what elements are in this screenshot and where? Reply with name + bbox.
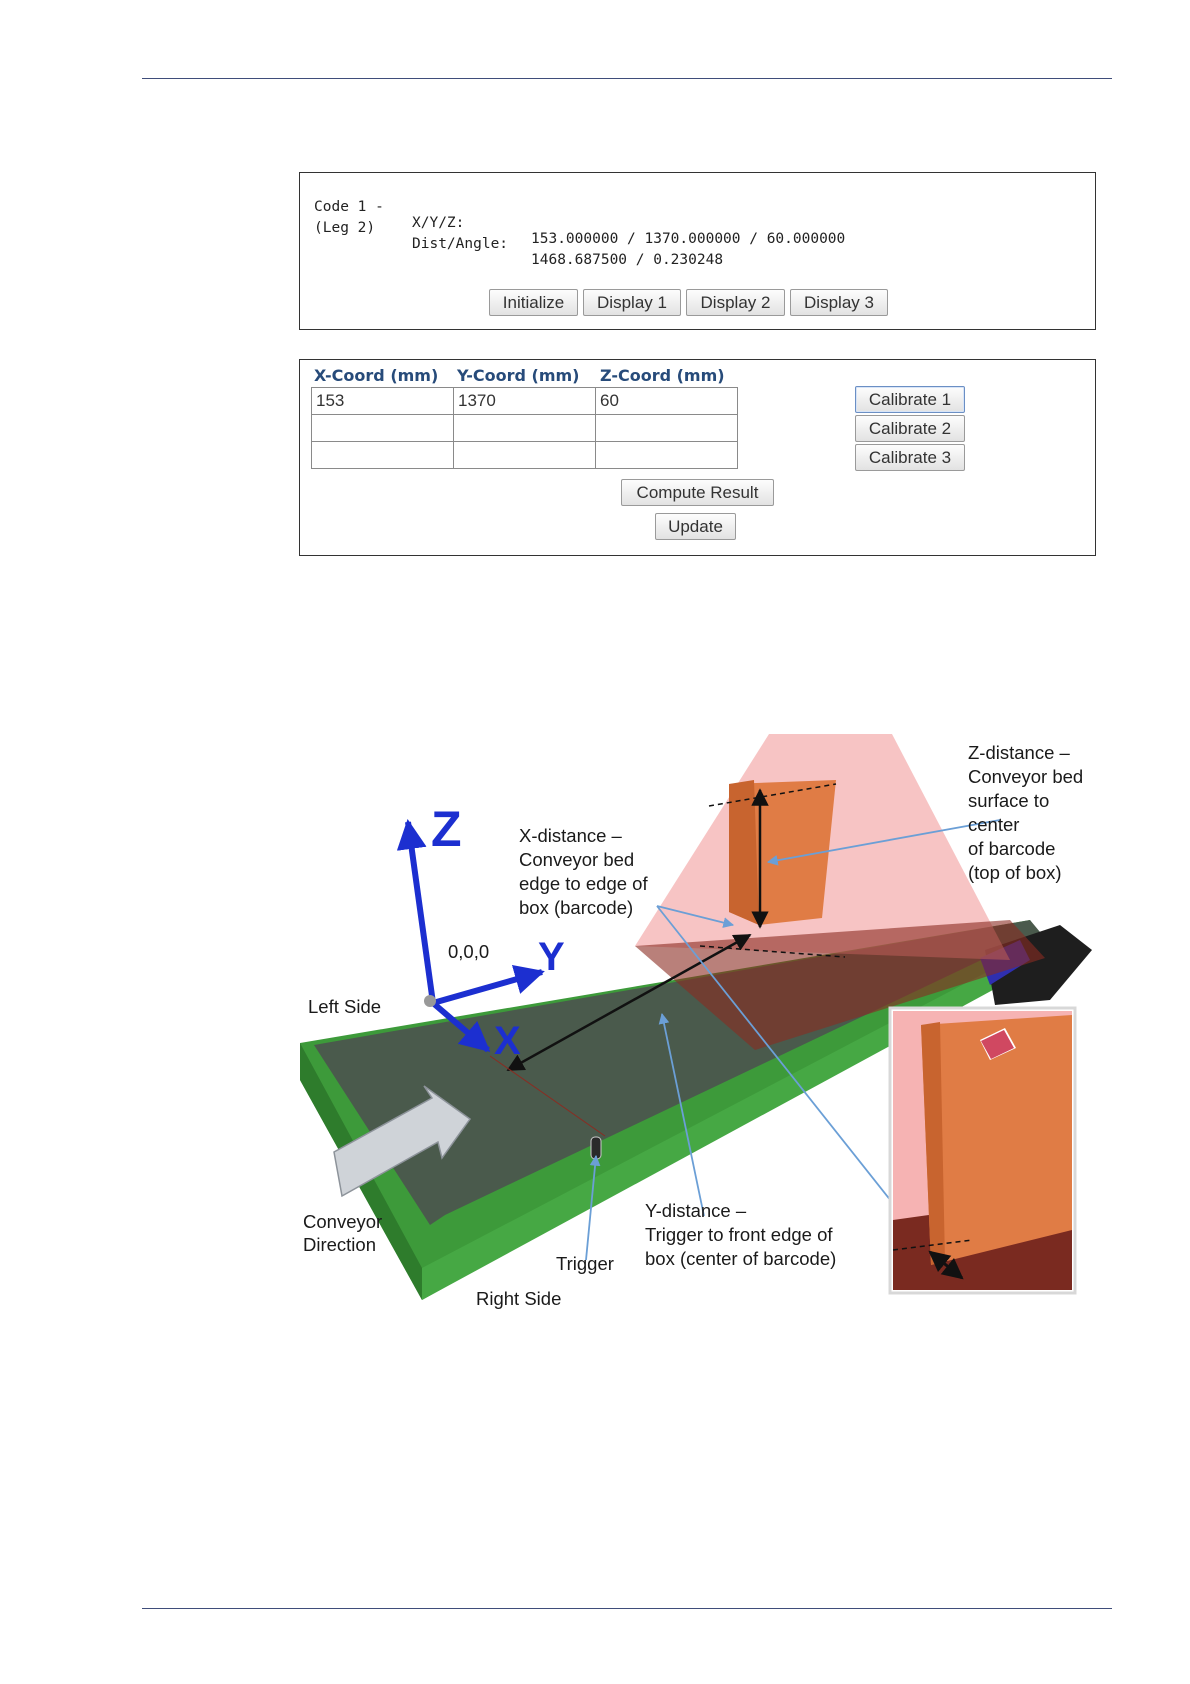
calibrate-1-button[interactable]: Calibrate 1 — [855, 386, 965, 413]
origin-label: 0,0,0 — [448, 941, 489, 962]
barcode-zoom-inset — [888, 1006, 1077, 1295]
initialize-button[interactable]: Initialize — [489, 289, 578, 316]
y-distance-label-1: Y-distance – — [645, 1200, 747, 1221]
footer-rule — [142, 1608, 1112, 1609]
conveyor-direction-label-2: Direction — [303, 1234, 376, 1255]
z-distance-label-1: Z-distance – — [968, 742, 1071, 763]
x-distance-label-3: edge to edge of — [519, 873, 648, 894]
display-1-button[interactable]: Display 1 — [583, 289, 681, 316]
calibrate-2-button[interactable]: Calibrate 2 — [855, 415, 965, 442]
output-leg-label: (Leg 2) — [314, 220, 376, 236]
display-2-button[interactable]: Display 2 — [686, 289, 785, 316]
trigger-label: Trigger — [556, 1253, 614, 1274]
output-line-1: Code 1 - X/Y/Z: 153.000000 / 1370.000000… — [314, 183, 845, 263]
axis-y-label: Y — [538, 935, 565, 979]
update-button[interactable]: Update — [655, 513, 736, 540]
x-distance-label-2: Conveyor bed — [519, 849, 634, 870]
box-top-dash — [708, 783, 837, 807]
y-distance-label-3: box (center of barcode) — [645, 1248, 836, 1269]
conveyor-diagram: Z Y X 0,0,0 Left Side Right Side Trigger… — [300, 734, 1092, 1309]
right-side-label: Right Side — [476, 1288, 561, 1309]
z-distance-label-5: of barcode — [968, 838, 1055, 859]
output-code-label: Code 1 - — [314, 199, 384, 215]
y-coord-input-2[interactable] — [454, 415, 595, 441]
x-coord-input-2[interactable] — [312, 415, 453, 441]
box-bottom-dash — [699, 945, 846, 958]
output-panel: Code 1 - X/Y/Z: 153.000000 / 1370.000000… — [299, 172, 1096, 330]
display-3-button[interactable]: Display 3 — [790, 289, 888, 316]
compute-result-button[interactable]: Compute Result — [621, 479, 774, 506]
z-distance-label-6: (top of box) — [968, 862, 1062, 883]
x-distance-label-4: box (barcode) — [519, 897, 633, 918]
calibration-panel: X-Coord (mm) Y-Coord (mm) Z-Coord (mm) C… — [299, 359, 1096, 556]
z-coord-input-3[interactable] — [596, 442, 737, 468]
conveyor-direction-arrow — [333, 1085, 472, 1198]
y-coord-input-3[interactable] — [454, 442, 595, 468]
coordinates-table — [311, 387, 738, 469]
output-dist-key: Dist/Angle: — [412, 236, 509, 252]
table-row — [311, 441, 738, 469]
z-distance-label-3: surface to — [968, 790, 1049, 811]
header-rule — [142, 78, 1112, 79]
y-distance-label-2: Trigger to front edge of — [645, 1224, 833, 1245]
output-dist-value: 1468.687500 / 0.230248 — [531, 252, 724, 268]
trigger-sensor-icon — [590, 1136, 602, 1160]
axis-x-label: X — [494, 1019, 521, 1063]
y-coord-header: Y-Coord (mm) — [457, 366, 580, 385]
table-row — [311, 387, 738, 415]
calibrate-3-button[interactable]: Calibrate 3 — [855, 444, 965, 471]
leader-lines — [585, 819, 1001, 1261]
output-xyz-key: X/Y/Z: — [412, 215, 465, 231]
output-xyz-value: 153.000000 / 1370.000000 / 60.000000 — [531, 231, 846, 247]
output-line-2: (Leg 2) Dist/Angle: 1468.687500 / 0.2302… — [314, 204, 723, 284]
table-row — [311, 414, 738, 442]
z-coord-header: Z-Coord (mm) — [600, 366, 725, 385]
z-coord-input-1[interactable] — [596, 388, 737, 414]
x-distance-label-1: X-distance – — [519, 825, 623, 846]
left-side-label: Left Side — [308, 996, 381, 1017]
x-coord-input-3[interactable] — [312, 442, 453, 468]
conveyor-direction-label-1: Conveyor — [303, 1211, 382, 1232]
z-coord-input-2[interactable] — [596, 415, 737, 441]
y-coord-input-1[interactable] — [454, 388, 595, 414]
coordinate-axes — [396, 819, 545, 1053]
x-coord-header: X-Coord (mm) — [314, 366, 439, 385]
axis-z-label: Z — [431, 801, 462, 857]
z-distance-label-2: Conveyor bed — [968, 766, 1083, 787]
z-distance-label-4: center — [968, 814, 1019, 835]
barcode-icon — [981, 1030, 1014, 1059]
trigger-line — [489, 1055, 606, 1137]
y-distance-arrow — [506, 933, 752, 1072]
x-coord-input-1[interactable] — [312, 388, 453, 414]
